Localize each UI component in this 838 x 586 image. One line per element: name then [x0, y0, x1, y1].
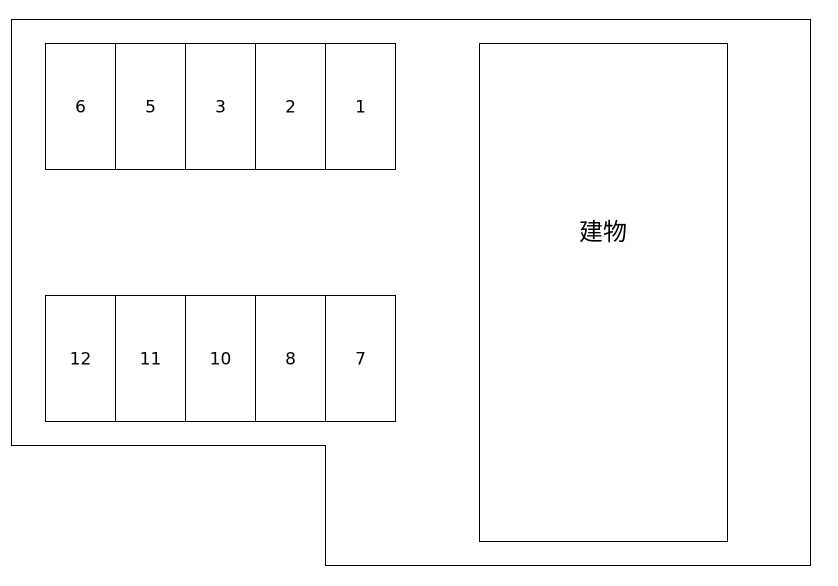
parking-space-number: 6	[75, 98, 86, 118]
parking-space-number: 12	[70, 350, 92, 370]
building: 建物	[479, 43, 728, 542]
parking-space	[325, 295, 396, 422]
parking-space-number: 11	[140, 350, 162, 370]
parking-space-number: 10	[210, 350, 232, 370]
parking-space	[115, 295, 186, 422]
parking-space	[255, 43, 326, 170]
building-label: 建物	[579, 218, 627, 246]
parking-space-number: 7	[355, 350, 366, 370]
parking-space-number: 1	[355, 98, 366, 118]
parking-space	[45, 43, 116, 170]
parking-space	[325, 43, 396, 170]
parking-row-upper: 6 5 3 2 1	[45, 43, 396, 170]
parking-space	[115, 43, 186, 170]
parking-space	[255, 295, 326, 422]
parking-space	[185, 43, 256, 170]
parking-space-number: 5	[145, 98, 156, 118]
parking-space	[45, 295, 116, 422]
building-outline	[479, 43, 728, 542]
parking-row-lower: 12 11 10 8 7	[45, 295, 396, 422]
parking-space-number: 8	[285, 350, 296, 370]
parking-space-number: 2	[285, 98, 296, 118]
parking-space-number: 3	[215, 98, 226, 118]
